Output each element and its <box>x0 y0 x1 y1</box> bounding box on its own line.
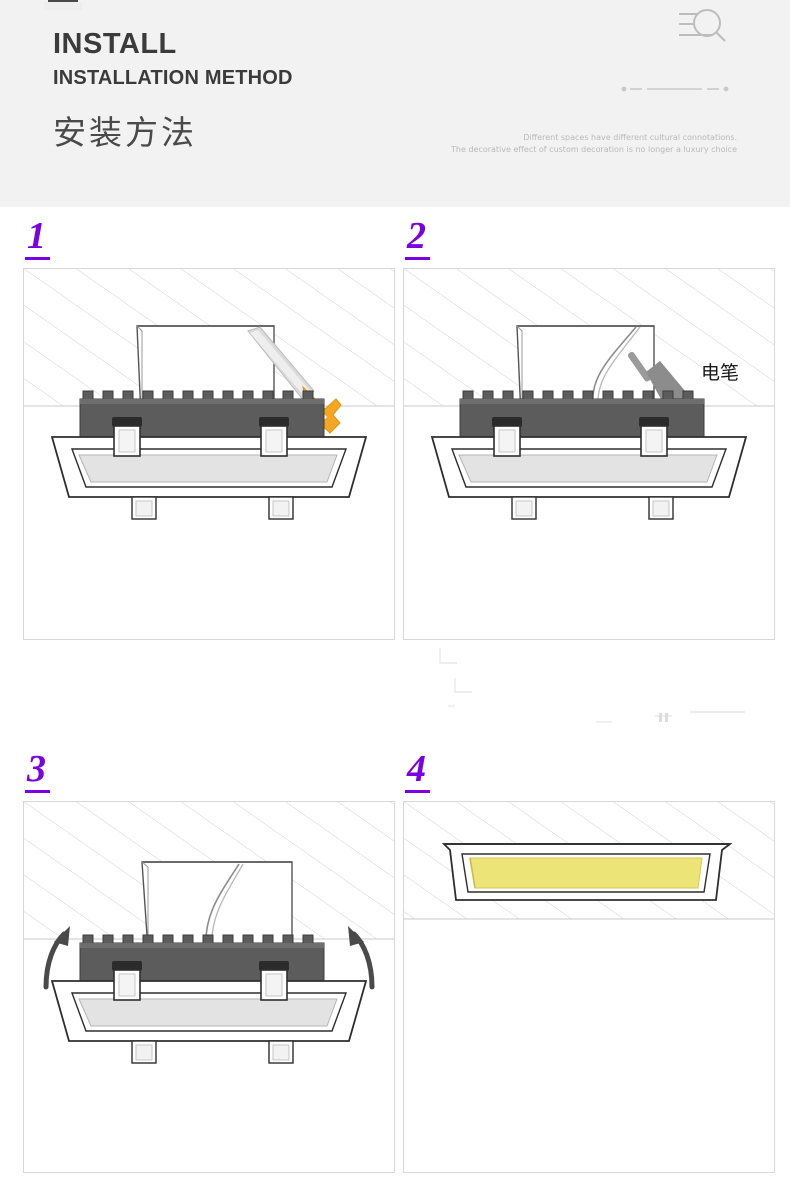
steps-grid: 1 <box>0 207 790 1180</box>
light-fixture <box>50 390 368 520</box>
top-clipped-graphic-mask <box>44 2 82 10</box>
header-tagline: Different spaces have different cultural… <box>451 132 737 157</box>
fixture-posts <box>511 496 674 520</box>
spring-clip-left <box>112 961 142 1001</box>
step-number-3: 3 <box>25 750 50 793</box>
step-number-4: 4 <box>405 750 430 793</box>
step-1-illustration <box>23 268 395 640</box>
push-arrow-left <box>43 926 70 990</box>
installed-light-fixture <box>441 843 733 901</box>
step-1: 1 <box>23 217 395 640</box>
fixture-trim <box>430 436 748 498</box>
step-2: 2 <box>403 217 775 640</box>
step-3-illustration <box>23 801 395 1173</box>
spring-clip-right <box>259 961 289 1001</box>
step-4-illustration <box>403 801 775 1173</box>
page-subtitle: INSTALLATION METHOD <box>53 67 293 89</box>
step-number-2: 2 <box>405 217 430 260</box>
spring-clip-right <box>639 417 669 457</box>
magnifier-with-lines-icon <box>679 9 726 42</box>
ceiling-cutout <box>141 861 293 951</box>
fixture-posts <box>131 496 294 520</box>
step-number-1: 1 <box>25 217 50 260</box>
spring-clip-left <box>112 417 142 457</box>
spring-clip-right <box>259 417 289 457</box>
spring-clip-left <box>492 417 522 457</box>
fixture-posts <box>131 1040 294 1064</box>
step-2-illustration: 电笔 <box>403 268 775 640</box>
page-header: INSTALL INSTALLATION METHOD 安装方法 Differe… <box>0 0 790 207</box>
step-4: 4 <box>403 750 775 1173</box>
push-arrow-right <box>348 926 375 990</box>
page-title-chinese: 安装方法 <box>53 113 197 152</box>
fixture-trim <box>50 980 368 1042</box>
step-3: 3 <box>23 750 395 1173</box>
tagline-line-2: The decorative effect of custom decorati… <box>451 145 737 155</box>
tagline-line-1: Different spaces have different cultural… <box>523 133 737 142</box>
fixture-trim <box>50 436 368 498</box>
page-title: INSTALL <box>53 28 177 60</box>
light-fixture <box>430 390 748 520</box>
dot-dash-divider-icon <box>621 86 729 92</box>
light-fixture <box>50 934 368 1064</box>
voltage-pen-label: 电笔 <box>701 362 739 384</box>
lit-diffuser <box>469 857 703 889</box>
